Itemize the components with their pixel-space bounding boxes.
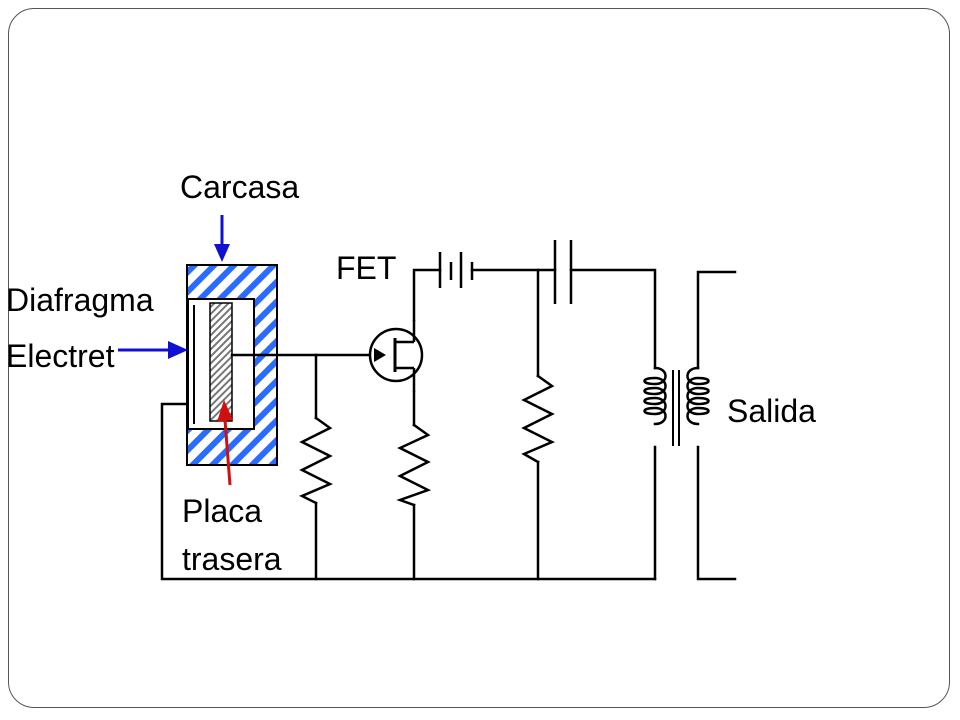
capacitor-icon [553, 240, 573, 304]
slide-frame [8, 8, 950, 708]
label-carcasa: Carcasa [180, 169, 299, 205]
resistor-source [396, 423, 432, 507]
carcasa-pointer-arrow [214, 215, 230, 262]
placa-trasera-pointer-arrow [217, 400, 233, 486]
back-plate [209, 302, 233, 422]
fet-transistor-icon [368, 320, 424, 392]
resistor-gate [299, 416, 333, 505]
circuit-wiring [160, 268, 737, 581]
label-salida: Salida [727, 393, 816, 429]
diafragma-pointer-arrow [118, 341, 188, 359]
transformer-icon [643, 366, 710, 446]
battery-icon [438, 252, 474, 288]
label-trasera: trasera [182, 541, 282, 577]
label-electret: Electret [6, 338, 115, 374]
label-fet: FET [336, 250, 396, 286]
label-diafragma: Diafragma [6, 282, 154, 318]
label-placa: Placa [182, 493, 262, 529]
resistor-load [521, 374, 555, 464]
